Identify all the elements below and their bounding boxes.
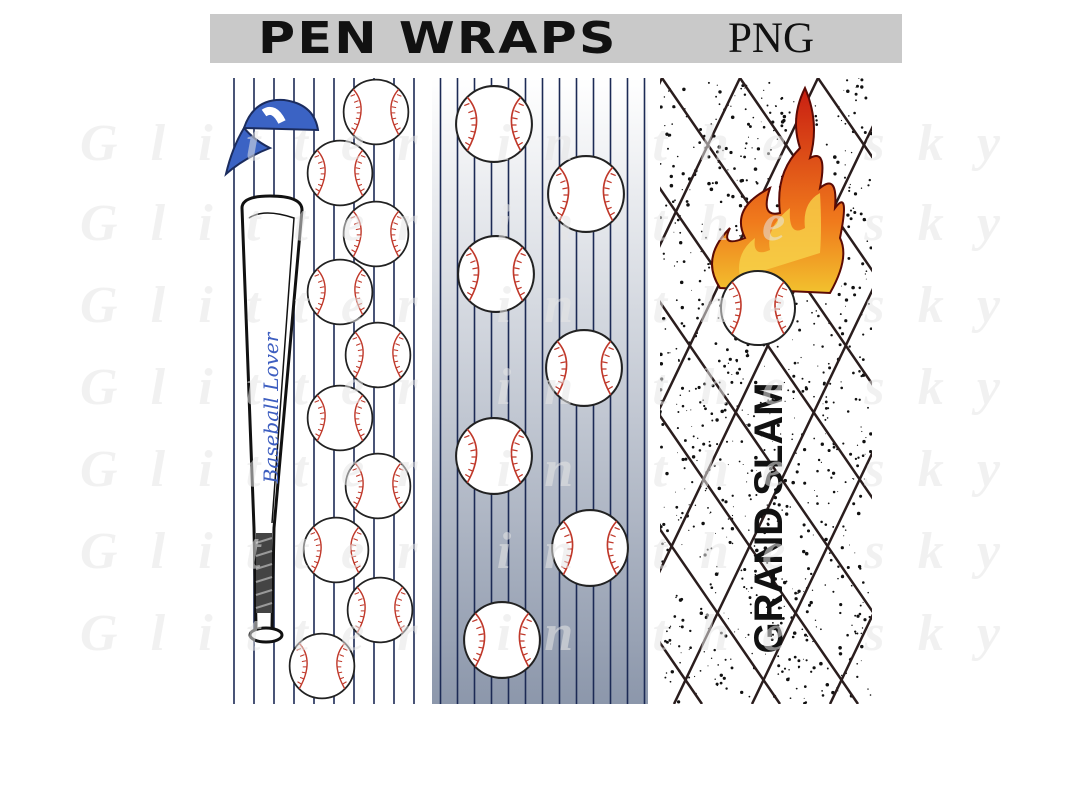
gradient-pinstripe-background: [432, 78, 648, 704]
header-format-label: PNG: [728, 15, 815, 62]
bat-text: Baseball Lover: [259, 331, 283, 484]
pen-wrap-grand-slam: GRAND SLAM: [660, 78, 872, 704]
pen-wrap-baseball-lover: Baseball Lover: [224, 78, 418, 704]
baseball-icon: [547, 155, 625, 233]
baseball-icon: [344, 321, 412, 389]
grand-slam-text: GRAND SLAM: [747, 382, 791, 653]
baseball-icon: [302, 516, 370, 584]
header-title: PEN WRAPS: [258, 13, 618, 64]
baseball-bat-icon: [240, 194, 304, 644]
baseball-icon: [551, 509, 629, 587]
baseball-icon: [457, 235, 535, 313]
baseball-icon: [306, 258, 374, 326]
baseball-icon: [344, 452, 412, 520]
baseball-icon: [455, 417, 533, 495]
baseball-cap-icon: [224, 98, 320, 177]
flaming-baseball-icon: [711, 85, 845, 347]
header-bar: [210, 14, 902, 63]
baseball-icon: [455, 85, 533, 163]
baseball-icon: [342, 78, 410, 146]
baseball-icon: [288, 632, 356, 700]
speckled-grid-background: GRAND SLAM: [660, 78, 872, 704]
pen-wrap-pinstripe-gradient: [432, 78, 648, 704]
baseball-icon: [306, 139, 374, 207]
baseball-icon: [545, 329, 623, 407]
baseball-icon: [463, 601, 541, 679]
baseball-icon: [346, 576, 414, 644]
baseball-icon: [342, 200, 410, 268]
baseball-icon: [306, 384, 374, 452]
